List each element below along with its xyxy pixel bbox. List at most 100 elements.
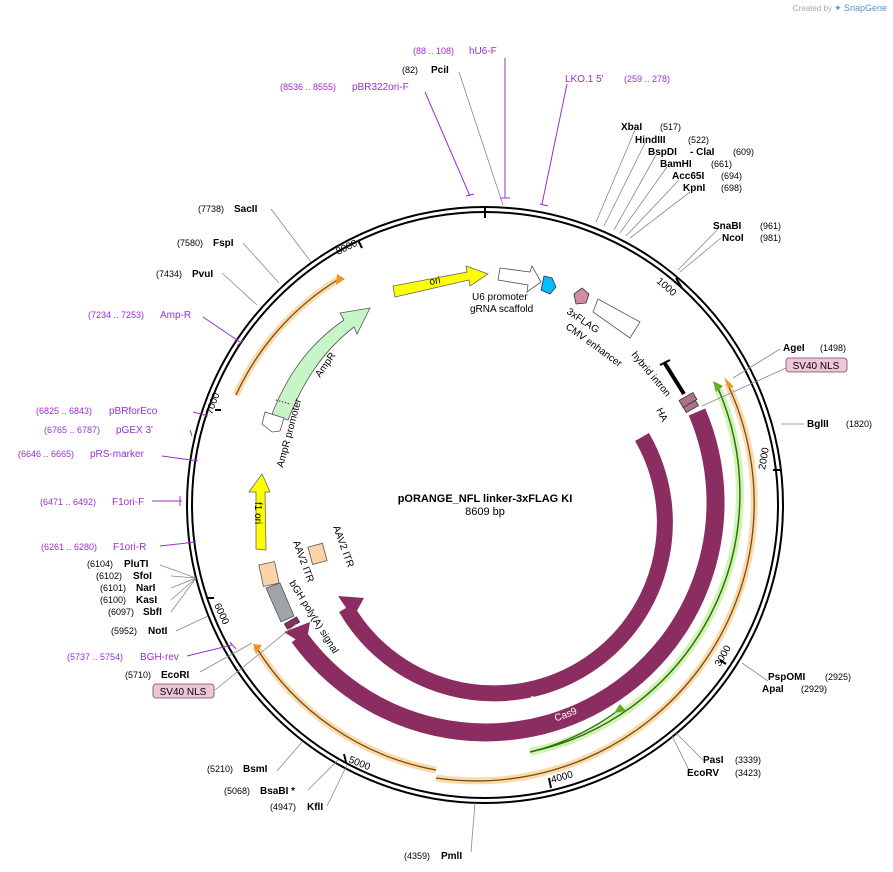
primer-pos-ampr: (7234 .. 7253) — [88, 310, 144, 320]
site-pos-pspomi: (2925) — [825, 672, 851, 682]
sv40-nls-left-leader — [214, 623, 297, 691]
cmv-enhancer-feature — [592, 298, 641, 339]
site-pos-pasi: (3339) — [735, 755, 761, 765]
orange-arc-bottom-core — [255, 646, 437, 771]
primer-name-pbrforeco: pBRforEco — [109, 406, 158, 417]
site-name-kpni: KpnI — [683, 183, 705, 194]
site-name-xbai: XbaI — [621, 122, 642, 133]
site-pos-ecori: (5710) — [125, 670, 151, 680]
snapgene-logo-icon: ✦ — [834, 3, 842, 13]
primer-name-prs: pRS-marker — [90, 449, 145, 460]
site-name-pcii: PciI — [431, 65, 449, 76]
site-name-bglii: BglII — [807, 419, 829, 430]
site-pos-noti: (5952) — [111, 626, 137, 636]
green-arc-inner-head — [614, 704, 626, 713]
site-name-agei: AgeI — [783, 343, 805, 354]
u6-promoter-feature — [497, 265, 542, 293]
site-pos-clai: (609) — [733, 147, 754, 157]
primer-leaders — [152, 58, 568, 657]
site-pos-pcii: (82) — [402, 65, 418, 75]
site-name-ecori: EcoRI — [161, 670, 190, 681]
site-pos-bsmi: (5210) — [207, 764, 233, 774]
orange-arc-bottom-head — [253, 644, 262, 654]
tick-label-2000: 2000 — [757, 446, 772, 470]
site-pos-nari: (6101) — [100, 583, 126, 593]
f1-ori-label: f1 ori — [252, 502, 263, 524]
primer-pos-f1orir: (6261 .. 6280) — [41, 542, 97, 552]
site-name-sbfi: SbfI — [143, 607, 162, 618]
site-pos-kasi: (6100) — [100, 595, 126, 605]
plasmid-length: 8609 bp — [465, 506, 505, 518]
site-name-bspdi: BspDI — [648, 147, 677, 158]
orange-arc-left-core — [235, 278, 340, 396]
primer-name-bghrev: BGH-rev — [140, 652, 179, 663]
site-name-apai: ApaI — [762, 684, 784, 695]
site-name-noti: NotI — [148, 626, 168, 637]
site-name-pmli: PmlI — [441, 851, 462, 862]
site-name-bamhi: BamHI — [660, 159, 692, 170]
primer-name-pbr322: pBR322ori-F — [352, 82, 409, 93]
ha-label: HA — [653, 406, 669, 424]
site-name-fspi: FspI — [213, 238, 234, 249]
site-name-ecorv: EcoRV — [687, 768, 719, 779]
bgh-polya-feature — [265, 582, 295, 623]
ampr-promoter-feature — [261, 411, 285, 433]
primer-pos-pgex: (6765 .. 6787) — [44, 425, 100, 435]
site-name-hindiii: HindIII — [635, 135, 666, 146]
site-pos-agei: (1498) — [820, 343, 846, 353]
aav2-itr-right-feature — [307, 542, 328, 565]
site-pos-bamhi: (661) — [711, 159, 732, 169]
site-name-pluti: PluTI — [124, 559, 149, 570]
3xflag-feature — [573, 287, 590, 305]
site-name-acc65i: Acc65I — [672, 171, 704, 182]
primer-name-lko: LKO.1 5' — [565, 74, 604, 85]
ampr-feature — [271, 307, 371, 421]
site-name-bsabi: BsaBI * — [260, 786, 295, 797]
sv40-nls-left-box — [152, 683, 215, 699]
site-pos-apai: (2929) — [801, 684, 827, 694]
site-name-bsmi: BsmI — [243, 764, 268, 775]
aav2-itr-left-feature — [258, 561, 280, 587]
u6-promoter-label: U6 promoter — [472, 292, 528, 303]
plasmid-name: pORANGE_NFL linker-3xFLAG KI — [398, 493, 573, 505]
snapgene-credit: Created by ✦ SnapGene — [793, 3, 887, 14]
ori-feature — [392, 265, 489, 298]
site-pos-pluti: (6104) — [87, 559, 113, 569]
site-pos-sfoi: (6102) — [96, 571, 122, 581]
cas9-outer-arc — [291, 408, 725, 742]
cas9-outer-head — [284, 622, 310, 646]
primer-pos-lko: (259 .. 278) — [624, 74, 670, 84]
primer-pos-pbr322: (8536 .. 8555) — [280, 82, 336, 92]
site-pos-kfli: (4947) — [270, 802, 296, 812]
site-pos-kpni: (698) — [721, 183, 742, 193]
grna-scaffold-feature — [540, 275, 557, 295]
orange-arc-right-head — [724, 377, 734, 388]
hybrid-intron-bar — [662, 360, 686, 396]
site-pos-sbfi: (6097) — [108, 607, 134, 617]
ampr-dotted — [275, 399, 291, 405]
site-name-nari: NarI — [136, 583, 156, 594]
site-pos-snabi: (961) — [760, 221, 781, 231]
site-pos-ncoi: (981) — [760, 233, 781, 243]
site-pos-bglii: (1820) — [846, 419, 872, 429]
hybrid-intron-label: hybrid intron — [629, 350, 673, 399]
site-pos-acc65i: (694) — [721, 171, 742, 181]
sv40-nls-right-leader — [701, 367, 787, 407]
sv40-nls-right-box — [785, 357, 848, 373]
orange-arc-left-head — [336, 274, 345, 285]
tick-label-1000: 1000 — [654, 276, 678, 299]
site-pos-bsabi: (5068) — [224, 786, 250, 796]
site-name-pspomi: PspOMI — [768, 672, 805, 683]
site-extra-clai: - ClaI — [690, 147, 715, 158]
credit-prefix: Created by — [792, 4, 832, 13]
orange-arc-right-core — [435, 382, 755, 782]
ori-label: ori — [429, 275, 442, 288]
site-labels: (82) PciI XbaI (517) HindIII (522) BspDI… — [87, 65, 872, 862]
backbone-ticks — [207, 207, 780, 789]
site-name-sfoi: SfoI — [133, 571, 152, 582]
credit-brand: SnapGene — [843, 3, 887, 13]
primer-name-ampr: Amp-R — [160, 310, 191, 321]
site-pos-pmli: (4359) — [404, 851, 430, 861]
hybrid-intron-end — [659, 359, 671, 366]
primer-pos-pbrforeco: (6825 .. 6843) — [36, 406, 92, 416]
